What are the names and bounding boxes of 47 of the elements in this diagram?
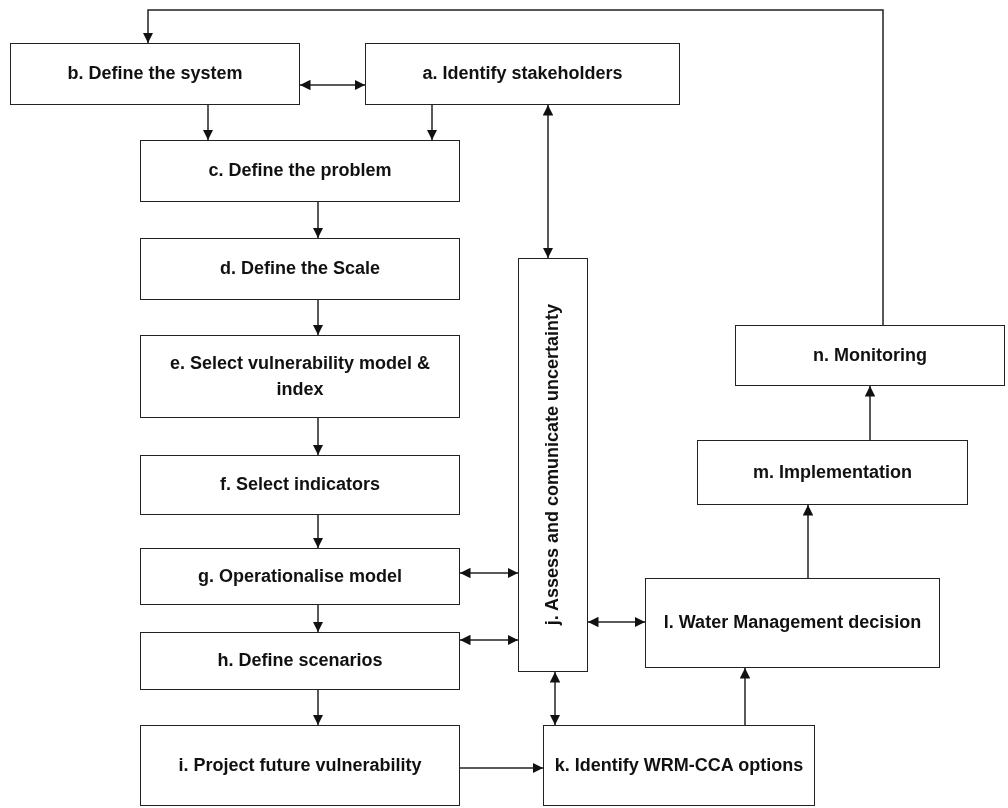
process-box xyxy=(140,140,460,202)
process-box xyxy=(365,43,680,105)
arrow xyxy=(312,299,324,336)
arrow xyxy=(426,104,438,141)
process-box xyxy=(140,455,460,515)
node-label: l. Water Management decision xyxy=(662,611,923,635)
arrow xyxy=(312,201,324,239)
node-label: j. Assess and comunicate uncertainty xyxy=(541,304,564,626)
node-label: g. Operationalise model xyxy=(196,564,403,588)
arrow xyxy=(864,385,876,441)
arrow xyxy=(802,504,814,579)
node-label: f. Select indicators xyxy=(218,473,382,497)
node-label: n. Monitoring xyxy=(812,343,928,367)
process-box xyxy=(543,725,815,806)
arrow xyxy=(312,689,324,726)
node-label: k. Identify WRM-CCA options xyxy=(553,753,805,777)
process-box xyxy=(518,258,588,672)
arrow xyxy=(459,762,544,774)
arrow xyxy=(587,616,646,628)
arrow xyxy=(312,604,324,633)
process-box xyxy=(140,548,460,605)
arrow xyxy=(202,104,214,141)
node-label: h. Define scenarios xyxy=(216,649,384,673)
node-label: d. Define the Scale xyxy=(218,257,382,281)
arrow xyxy=(459,567,519,579)
arrow xyxy=(312,417,324,456)
node-label: b. Define the system xyxy=(66,62,244,86)
arrow xyxy=(312,514,324,549)
node-label: a. Identify stakeholders xyxy=(421,62,624,86)
arrow xyxy=(142,9,884,326)
process-box xyxy=(735,325,1005,386)
process-box xyxy=(140,238,460,300)
node-label: e. Select vulnerability model & index xyxy=(168,352,432,401)
arrow xyxy=(299,79,366,91)
node-label: m. Implementation xyxy=(752,460,913,484)
node-label: c. Define the problem xyxy=(207,159,393,183)
arrow xyxy=(459,634,519,646)
arrow xyxy=(549,671,561,726)
process-box xyxy=(645,578,940,668)
arrow xyxy=(542,104,554,259)
arrow xyxy=(739,667,751,726)
process-box xyxy=(140,632,460,690)
process-box xyxy=(697,440,968,505)
process-box xyxy=(140,725,460,806)
process-box xyxy=(10,43,300,105)
node-label: i. Project future vulnerability xyxy=(177,753,423,777)
process-box xyxy=(140,335,460,418)
